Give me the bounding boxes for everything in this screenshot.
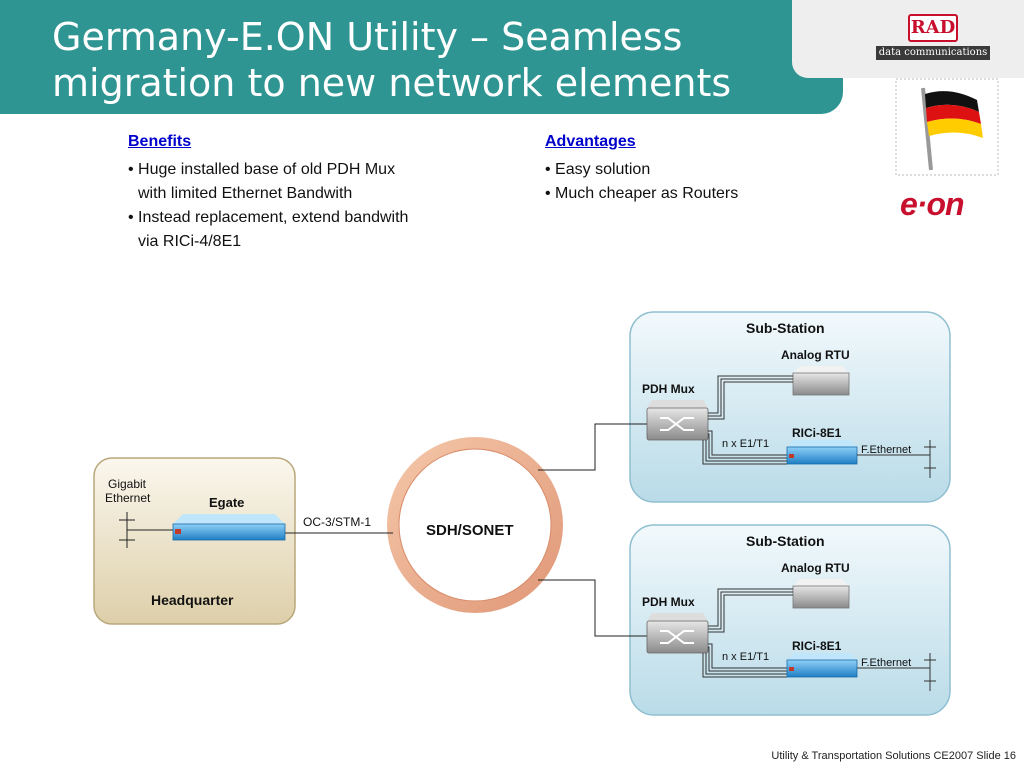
substation-bottom-title: Sub-Station: [746, 533, 825, 549]
ring-to-bottom-link: [538, 579, 650, 637]
advantage-line-1: • Easy solution: [545, 161, 651, 178]
germany-flag-icon: [895, 78, 999, 176]
slide-footer: Utility & Transportation Solutions CE200…: [771, 750, 1016, 762]
advantages-heading: Advantages: [545, 133, 636, 150]
bottom-rici-device: [786, 653, 858, 678]
rad-logo-subtitle: data communications: [876, 46, 990, 60]
sdh-ring: [387, 437, 563, 613]
ring-to-top-link: [538, 423, 650, 471]
benefit-line-2: with limited Ethernet Bandwith: [138, 185, 353, 202]
rad-logo: RAD: [908, 14, 958, 42]
top-rici-label: RICi-8E1: [792, 426, 842, 440]
bottom-analog-rtu-device: [792, 579, 850, 609]
top-eth-label: F.Ethernet: [861, 444, 912, 456]
benefits-heading: Benefits: [128, 133, 192, 150]
top-pdh-mux-device: [646, 400, 709, 441]
bottom-pdh-mux-device: [646, 613, 709, 654]
top-rici-device: [786, 440, 858, 465]
bottom-rici-label: RICi-8E1: [792, 639, 842, 653]
egate-device: [172, 514, 286, 541]
title-line-2: migration to new network elements: [52, 61, 732, 105]
advantage-line-2: • Much cheaper as Routers: [545, 185, 739, 202]
top-analog-rtu-device: [792, 366, 850, 396]
bottom-eth-label: F.Ethernet: [861, 657, 912, 669]
substation-top-title: Sub-Station: [746, 320, 825, 336]
top-pdh-label: PDH Mux: [642, 382, 695, 396]
bottom-e1-label: n x E1/T1: [722, 651, 770, 663]
title-band: [0, 0, 843, 114]
bottom-pdh-label: PDH Mux: [642, 595, 695, 609]
oc3-label: OC-3/STM-1: [303, 515, 372, 529]
top-e1-label: n x E1/T1: [722, 438, 770, 450]
headquarter-label: Headquarter: [151, 592, 234, 608]
sdh-sonet-label: SDH/SONET: [426, 522, 514, 539]
gigabit-label: Gigabit Ethernet: [105, 477, 151, 505]
headquarter-box: [93, 457, 296, 625]
eon-logo: e·on: [900, 186, 965, 222]
benefit-line-4: via RICi-4/8E1: [138, 233, 242, 250]
benefit-line-1: • Huge installed base of old PDH Mux: [128, 161, 396, 178]
benefit-line-3: • Instead replacement, extend bandwith: [128, 209, 409, 226]
title-line-1: Germany-E.ON Utility – Seamless: [52, 15, 683, 59]
slide-title: Germany-E.ON Utility – Seamless migratio…: [52, 14, 812, 106]
egate-label: Egate: [209, 495, 245, 510]
bottom-rtu-label: Analog RTU: [781, 561, 850, 575]
top-rtu-label: Analog RTU: [781, 348, 850, 362]
